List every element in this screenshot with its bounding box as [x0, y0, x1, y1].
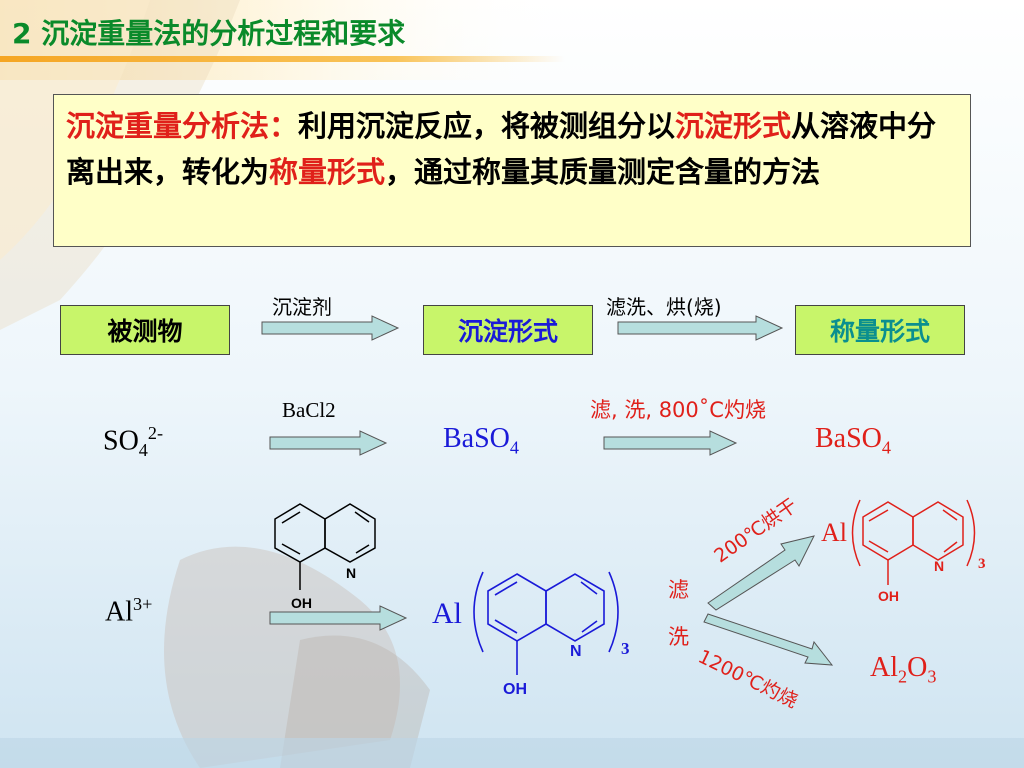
- definition-term-precipitate-form: 沉淀形式: [675, 109, 792, 143]
- dried-form-coefficient: 3: [978, 556, 986, 572]
- flow-arrow1-label: 沉淀剂: [272, 295, 332, 319]
- oxine-structure-reagent: [274, 503, 376, 590]
- reaction-arrow-bacl2: [269, 430, 388, 456]
- oxine-structure-dried-form: [851, 499, 976, 585]
- flow-box-analyte: 被测物: [60, 305, 230, 355]
- definition-text-2: 从溶液中分离出来，转化为: [66, 109, 937, 189]
- flow-arrow-2: [617, 315, 784, 341]
- precipitate-coefficient: 3: [621, 639, 630, 658]
- flow-box-weighing-form: 称量形式: [795, 305, 965, 355]
- aluminum-ion: Al3+: [105, 594, 153, 628]
- filter-label: 滤: [668, 578, 689, 602]
- dried-form-n-atom: N: [934, 558, 944, 574]
- ignition-condition-800: 滤, 洗, 800˚C灼烧: [590, 398, 766, 422]
- flow-arrow-1: [261, 315, 400, 341]
- weighing-form-baso4: BaSO4: [815, 423, 891, 458]
- definition-box: 沉淀重量分析法：利用沉淀反应，将被测组分以沉淀形式从溶液中分离出来，转化为称量形…: [53, 94, 971, 247]
- branch-arrow-lower: [703, 613, 834, 666]
- definition-text-1: 利用沉淀反应，将被测组分以: [298, 109, 676, 143]
- precipitate-n-atom: N: [570, 643, 582, 660]
- title-underline: [0, 56, 565, 62]
- branch-arrow-upper: [707, 535, 815, 611]
- precipitate-baso4: BaSO4: [443, 423, 519, 458]
- reaction-arrow-800: [603, 430, 738, 456]
- wash-label: 洗: [668, 625, 689, 649]
- definition-term: 沉淀重量分析法：: [66, 109, 299, 143]
- oxine-reagent-n-atom: N: [346, 565, 356, 581]
- flow-box-precipitate-form: 沉淀形式: [423, 305, 593, 355]
- definition-term-weighing-form: 称量形式: [269, 155, 386, 189]
- reaction-arrow-oxine: [269, 605, 408, 631]
- flow-arrow2-label: 滤洗、烘(烧): [606, 295, 722, 319]
- page-title: 2 沉淀重量法的分析过程和要求: [12, 17, 406, 50]
- precipitate-metal-al: Al: [432, 597, 462, 630]
- dried-form-metal-al: Al: [821, 518, 847, 547]
- oxine-structure-precipitate: [473, 571, 619, 675]
- sulfate-ion: SO42-: [103, 423, 164, 460]
- precipitate-oh-group: OH: [503, 681, 527, 698]
- reagent-bacl2: BaCl2: [282, 398, 336, 422]
- dried-form-oh-group: OH: [878, 588, 899, 604]
- weighing-form-al2o3: Al2O3: [870, 652, 937, 687]
- definition-text-3: ，通过称量其质量测定含量的方法: [385, 155, 821, 189]
- oxine-reagent-oh-group: OH: [291, 595, 312, 611]
